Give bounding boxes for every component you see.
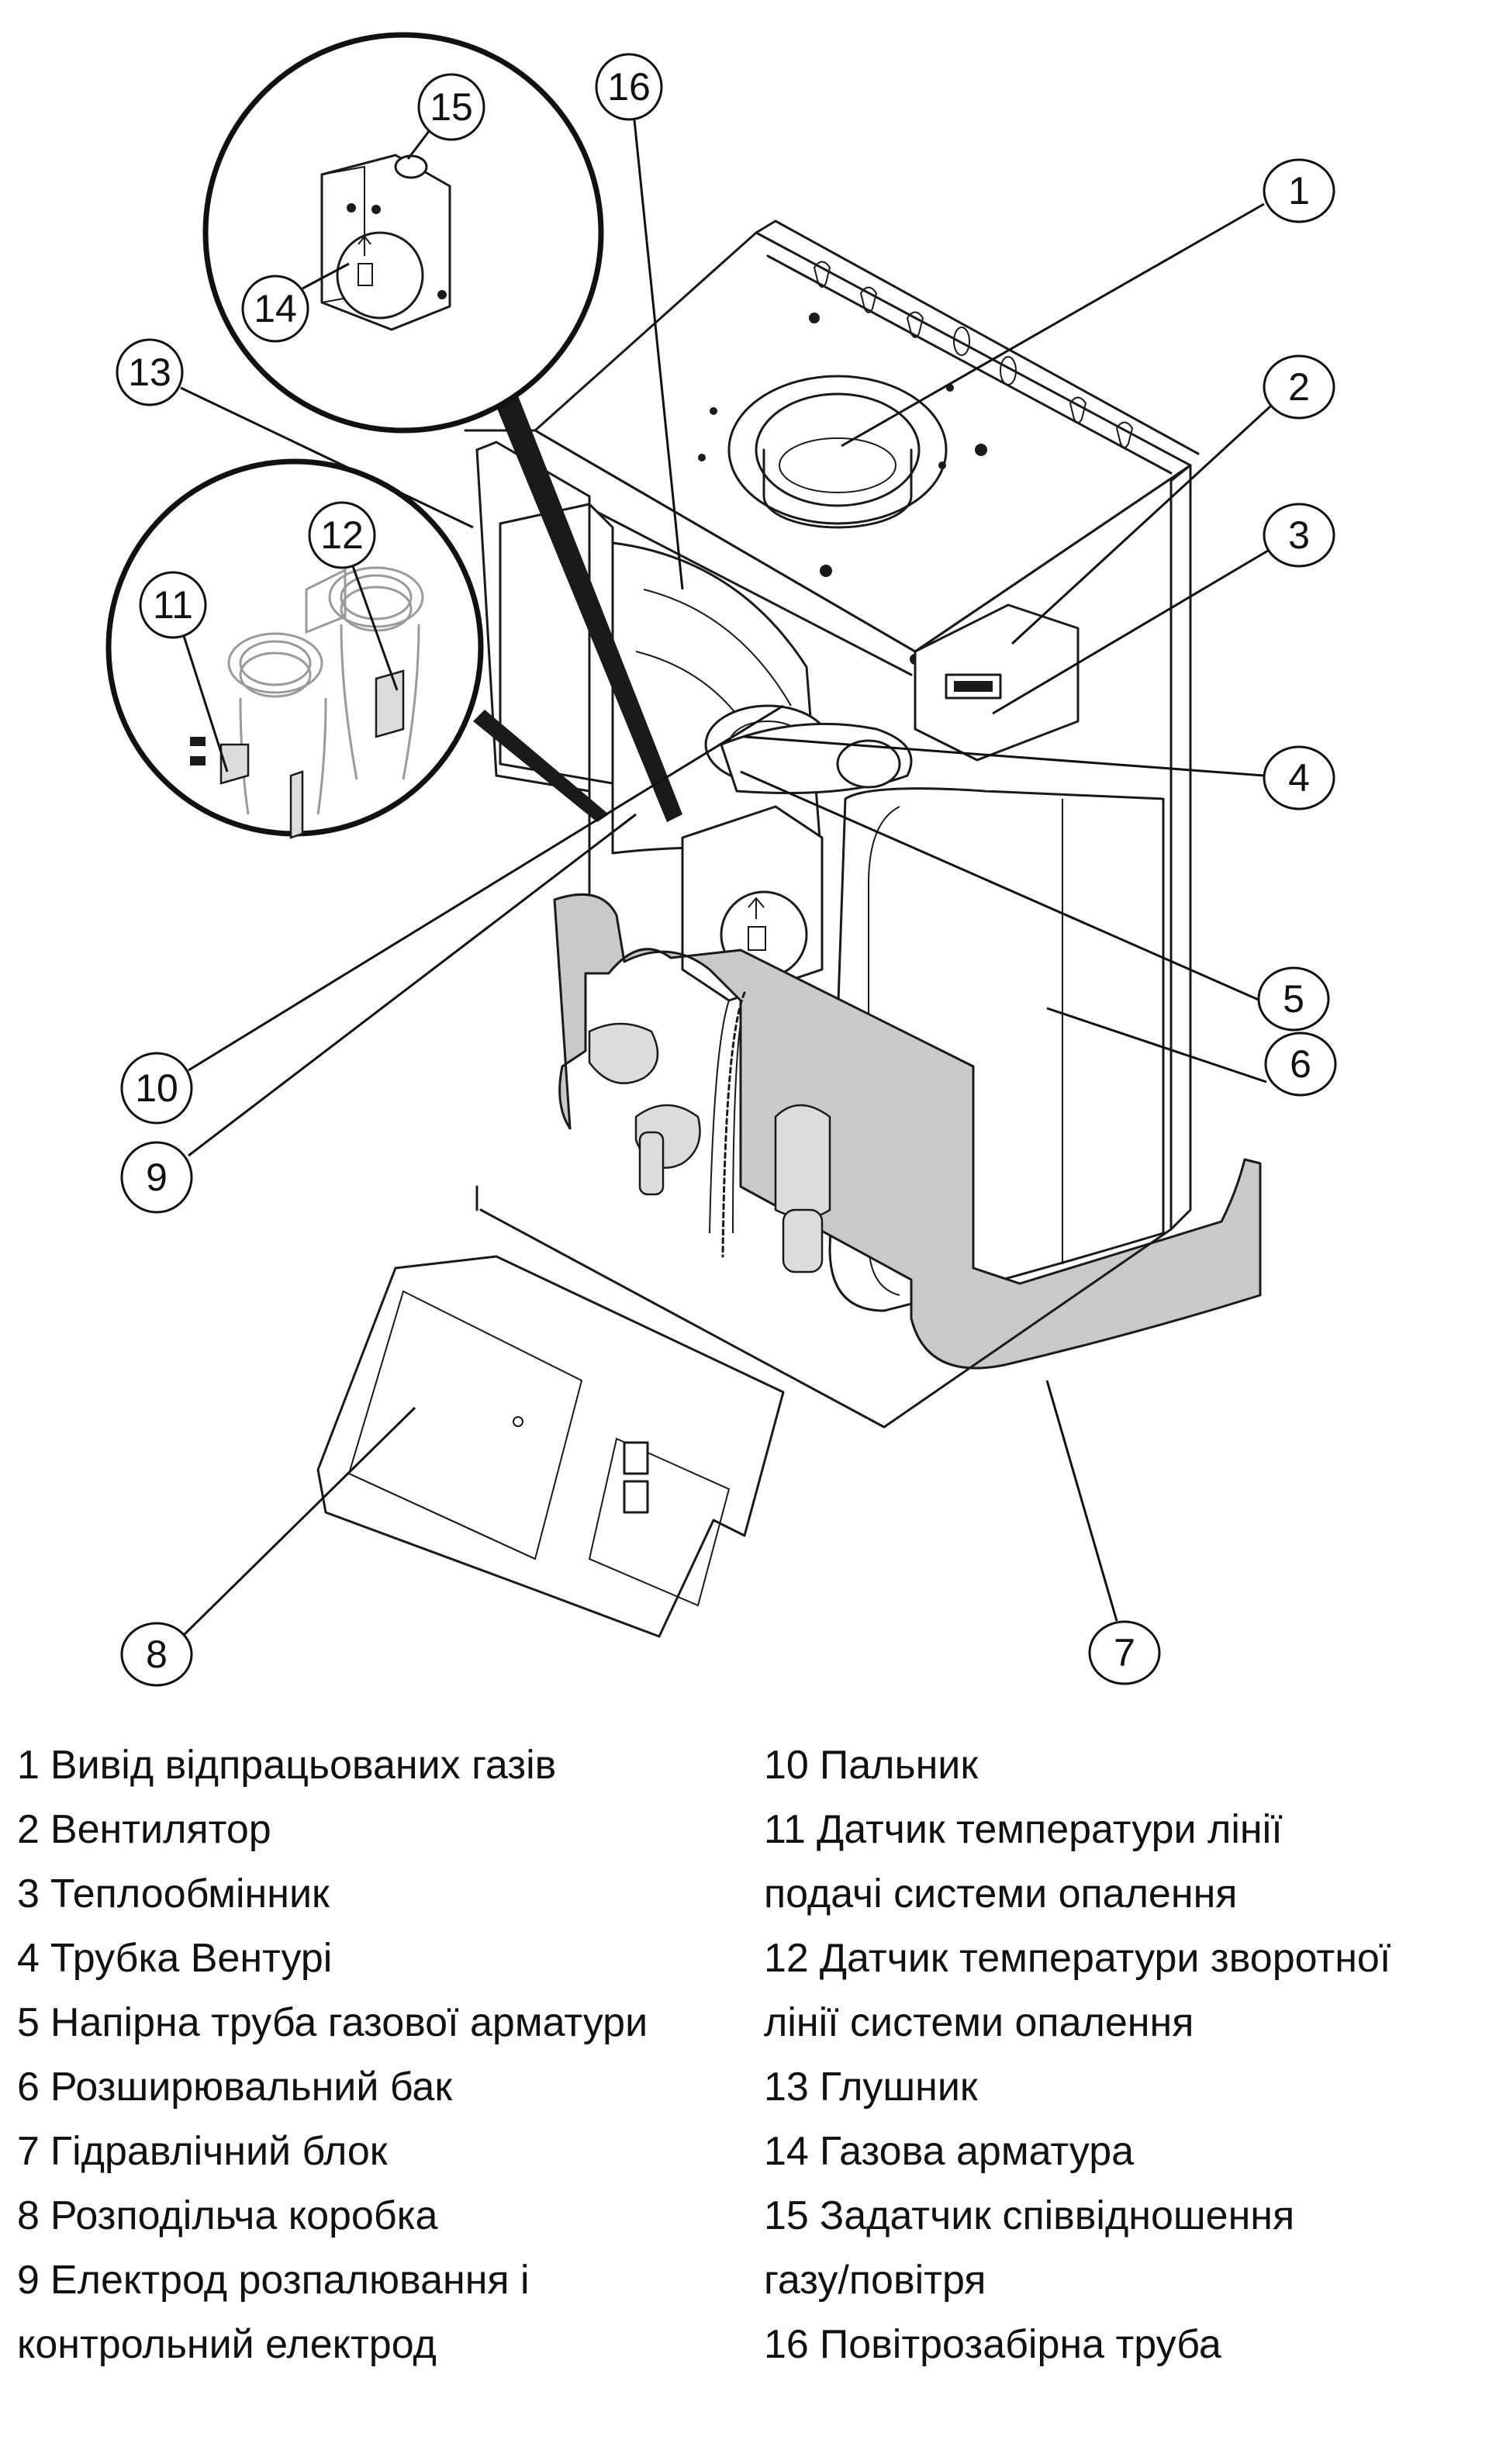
boiler-casing (464, 219, 1200, 1231)
leader-5 (740, 770, 1261, 1002)
leader-10 (188, 704, 784, 1072)
callout-8: 8 (120, 1622, 193, 1687)
inset-gas-valve (202, 32, 682, 822)
legend-item-9-cont: контрольний електрод (17, 2322, 437, 2367)
flue-outlet (698, 313, 987, 665)
leader-15 (406, 130, 431, 160)
svg-text:16: 16 (607, 65, 651, 109)
leader-11 (182, 635, 229, 772)
leader-1 (841, 202, 1265, 448)
callout-13: 13 (116, 338, 184, 406)
callout-10: 10 (120, 1052, 193, 1125)
callout-14: 14 (241, 275, 309, 343)
callout-1: 1 (1263, 158, 1335, 223)
leader-lines (180, 119, 1272, 1638)
leader-7 (1045, 1380, 1118, 1622)
callout-3: 3 (1263, 503, 1335, 568)
leader-14 (302, 262, 350, 290)
inset-temperature-sensors (105, 458, 609, 839)
callout-9: 9 (120, 1141, 193, 1214)
svg-text:9: 9 (146, 1156, 168, 1199)
svg-text:11: 11 (153, 583, 193, 627)
leader-12 (351, 565, 399, 691)
distribution-box (316, 1255, 785, 1638)
leader-4 (744, 735, 1265, 777)
leader-9 (188, 813, 637, 1157)
svg-text:10: 10 (135, 1066, 178, 1110)
boiler-exploded-diagram: 1 2 3 4 5 6 7 8 9 10 11 12 13 14 15 16 (105, 32, 1337, 1687)
callout-11: 11 (139, 571, 207, 639)
svg-text:2: 2 (1288, 365, 1310, 409)
callouts: 1 2 3 4 5 6 7 8 9 10 11 12 13 14 15 16 (116, 53, 1337, 1687)
svg-text:8: 8 (146, 1633, 168, 1676)
svg-text:6: 6 (1290, 1042, 1311, 1086)
svg-text:1: 1 (1288, 169, 1310, 213)
svg-text:4: 4 (1288, 756, 1310, 800)
svg-text:12: 12 (320, 513, 364, 557)
leader-3 (992, 549, 1269, 715)
svg-text:7: 7 (1114, 1631, 1135, 1674)
svg-text:15: 15 (430, 85, 473, 129)
callout-15: 15 (417, 73, 485, 141)
callout-5: 5 (1257, 966, 1330, 1032)
legend-item-12-cont: лінії системи опалення (764, 2000, 1194, 2045)
svg-text:3: 3 (1288, 513, 1310, 557)
legend-item-15-cont: газу/повітря (764, 2258, 986, 2303)
callout-16: 16 (595, 53, 663, 121)
callout-2: 2 (1263, 354, 1335, 420)
svg-text:14: 14 (254, 287, 297, 330)
leader-13 (180, 386, 474, 529)
leader-2 (1011, 405, 1272, 645)
callout-4: 4 (1263, 745, 1335, 810)
callout-6: 6 (1264, 1032, 1337, 1097)
callout-7: 7 (1088, 1620, 1161, 1685)
legend-item-11-cont: подачі системи опалення (764, 1871, 1238, 1916)
internal-components (475, 541, 1262, 1429)
leader-8 (181, 1406, 416, 1638)
leader-6 (1046, 1007, 1267, 1083)
svg-text:13: 13 (128, 351, 171, 394)
leader-16 (633, 119, 684, 590)
callout-12: 12 (308, 501, 376, 569)
svg-text:5: 5 (1283, 977, 1304, 1021)
diagram-canvas: 1 2 3 4 5 6 7 8 9 10 11 12 13 14 15 16 (105, 32, 1337, 1687)
